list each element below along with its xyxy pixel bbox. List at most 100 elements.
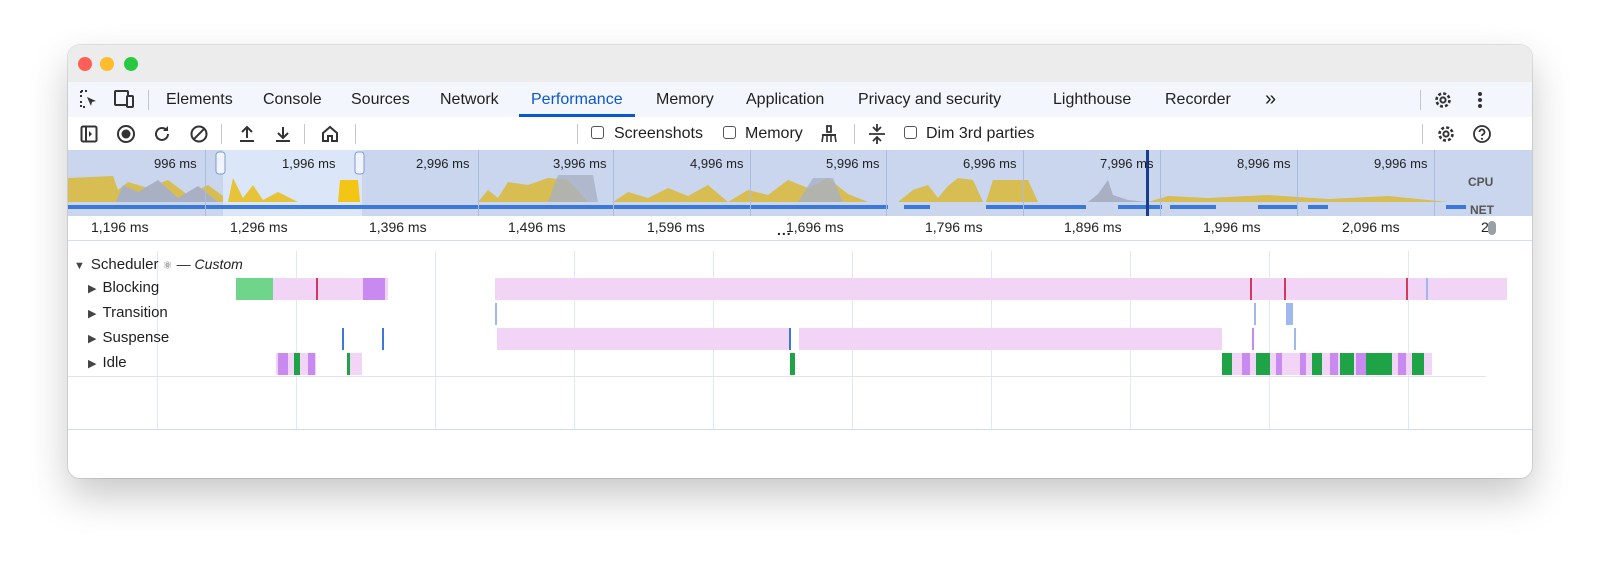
capture-settings-gear-icon[interactable]	[1435, 123, 1457, 145]
separator	[577, 124, 578, 144]
separator	[304, 124, 305, 144]
transition-event[interactable]	[1286, 303, 1293, 325]
ruler-scrollbar[interactable]	[1488, 221, 1496, 235]
scheduler-tracks-area[interactable]: ▼Scheduler ⚛ — Custom ▶Blocking ▶Transit…	[68, 241, 1532, 429]
track-idle[interactable]: ▶Idle	[88, 354, 127, 371]
blocking-event[interactable]	[363, 278, 385, 300]
idle-event[interactable]	[1276, 353, 1282, 375]
tab-performance[interactable]: Performance	[519, 82, 635, 117]
track-suspense[interactable]: ▶Suspense	[88, 329, 169, 346]
overview-gridline	[1434, 150, 1435, 216]
more-tabs-button[interactable]: »	[1265, 88, 1277, 110]
cpu-label: CPU	[1468, 175, 1494, 189]
ruler-time-label: 1,596 ms	[647, 219, 705, 235]
ruler-time-label: 1,296 ms	[230, 219, 288, 235]
home-icon[interactable]	[319, 123, 341, 145]
tab-privacy-and-security[interactable]: Privacy and security	[858, 91, 1002, 108]
bottom-panel	[68, 429, 1532, 478]
blocking-event[interactable]	[273, 278, 388, 300]
overview-gridline	[1160, 150, 1161, 216]
idle-event[interactable]	[1398, 353, 1406, 375]
tab-sources[interactable]: Sources	[351, 91, 410, 108]
suspense-event[interactable]	[799, 328, 1222, 350]
separator	[854, 124, 855, 144]
suspense-marker	[789, 328, 791, 350]
panel-tab-bar: Elements Console Sources Network Perform…	[68, 82, 1532, 118]
timeline-overview[interactable]: 996 ms 1,996 ms 2,996 ms 3,996 ms 4,996 …	[68, 150, 1532, 216]
scheduler-title: Scheduler	[90, 256, 159, 273]
suspense-marker	[1252, 328, 1254, 350]
scheduler-group-header[interactable]: ▼Scheduler ⚛ — Custom	[74, 256, 243, 273]
suspense-event[interactable]	[497, 328, 791, 350]
idle-event[interactable]	[308, 353, 315, 375]
idle-event[interactable]	[278, 353, 288, 375]
idle-event[interactable]	[1256, 353, 1270, 375]
time-ruler: 1,196 ms 1,296 ms 1,396 ms 1,496 ms 1,59…	[68, 216, 1532, 241]
suspense-marker	[342, 328, 344, 350]
resize-handle[interactable]: ...	[777, 222, 792, 238]
settings-gear-icon[interactable]	[1432, 89, 1454, 111]
idle-event[interactable]	[1222, 353, 1232, 375]
track-blocking[interactable]: ▶Blocking	[88, 279, 159, 296]
close-window-button[interactable]	[78, 57, 92, 71]
track-transition[interactable]: ▶Transition	[88, 304, 168, 321]
record-icon[interactable]	[115, 123, 137, 145]
tab-application[interactable]: Application	[746, 91, 825, 108]
zoom-window-button[interactable]	[124, 57, 138, 71]
idle-event[interactable]	[1242, 353, 1250, 375]
idle-event[interactable]	[347, 353, 350, 375]
garbage-collect-icon[interactable]	[818, 123, 840, 145]
screenshots-checkbox[interactable]	[591, 126, 604, 139]
track-label: Suspense	[102, 329, 170, 346]
separator	[221, 124, 222, 144]
inspect-element-icon[interactable]	[78, 88, 100, 110]
tab-console[interactable]: Console	[263, 91, 322, 108]
minimize-window-button[interactable]	[100, 57, 114, 71]
tab-lighthouse[interactable]: Lighthouse	[1053, 91, 1132, 108]
idle-event[interactable]	[1340, 353, 1354, 375]
sidebar-toggle-icon[interactable]	[78, 123, 100, 145]
idle-event[interactable]	[1330, 353, 1338, 375]
device-toolbar-icon[interactable]	[112, 88, 136, 110]
suspense-marker	[1294, 328, 1296, 350]
collapse-tracks-icon[interactable]	[866, 122, 888, 146]
tab-recorder[interactable]: Recorder	[1165, 91, 1231, 108]
blocking-event[interactable]	[495, 278, 1507, 300]
idle-event[interactable]	[790, 353, 795, 375]
ruler-time-label: 1,996 ms	[1203, 219, 1261, 235]
download-icon[interactable]	[272, 123, 294, 145]
clear-icon[interactable]	[188, 123, 210, 145]
idle-event[interactable]	[1300, 353, 1306, 375]
ruler-time-label: 1,196 ms	[91, 219, 149, 235]
help-icon[interactable]	[1471, 123, 1493, 145]
tab-network[interactable]: Network	[440, 91, 499, 108]
tab-elements[interactable]: Elements	[166, 91, 233, 108]
performance-toolbar: Screenshots Memory Dim 3rd parties	[68, 117, 1532, 151]
upload-icon[interactable]	[236, 123, 258, 145]
tab-memory[interactable]: Memory	[656, 91, 714, 108]
separator	[148, 90, 149, 110]
overview-time-label: 996 ms	[154, 156, 197, 171]
dim-3rd-parties-checkbox[interactable]	[904, 126, 917, 139]
transition-marker	[495, 303, 497, 325]
idle-event[interactable]	[347, 353, 362, 375]
kebab-menu-icon[interactable]	[1470, 89, 1490, 111]
idle-event[interactable]	[1412, 353, 1424, 375]
overview-gridline	[205, 150, 206, 216]
overview-time-label: 7,996 ms	[1100, 156, 1154, 171]
overview-time-label: 1,996 ms	[282, 156, 336, 171]
expanded-triangle-icon: ▼	[74, 260, 85, 272]
ruler-time-label: 1,696 ms	[786, 219, 844, 235]
gridline	[296, 251, 297, 429]
memory-checkbox[interactable]	[723, 126, 736, 139]
ruler-time-label: 1,796 ms	[925, 219, 983, 235]
overview-gridline	[613, 150, 614, 216]
overview-time-label: 8,996 ms	[1237, 156, 1291, 171]
reload-record-icon[interactable]	[151, 123, 173, 145]
collapsed-triangle-icon: ▶	[88, 358, 97, 370]
blocking-event[interactable]	[236, 278, 273, 300]
idle-event[interactable]	[1356, 353, 1366, 375]
idle-event[interactable]	[1366, 353, 1392, 375]
idle-event[interactable]	[1312, 353, 1322, 375]
idle-event[interactable]	[294, 353, 300, 375]
